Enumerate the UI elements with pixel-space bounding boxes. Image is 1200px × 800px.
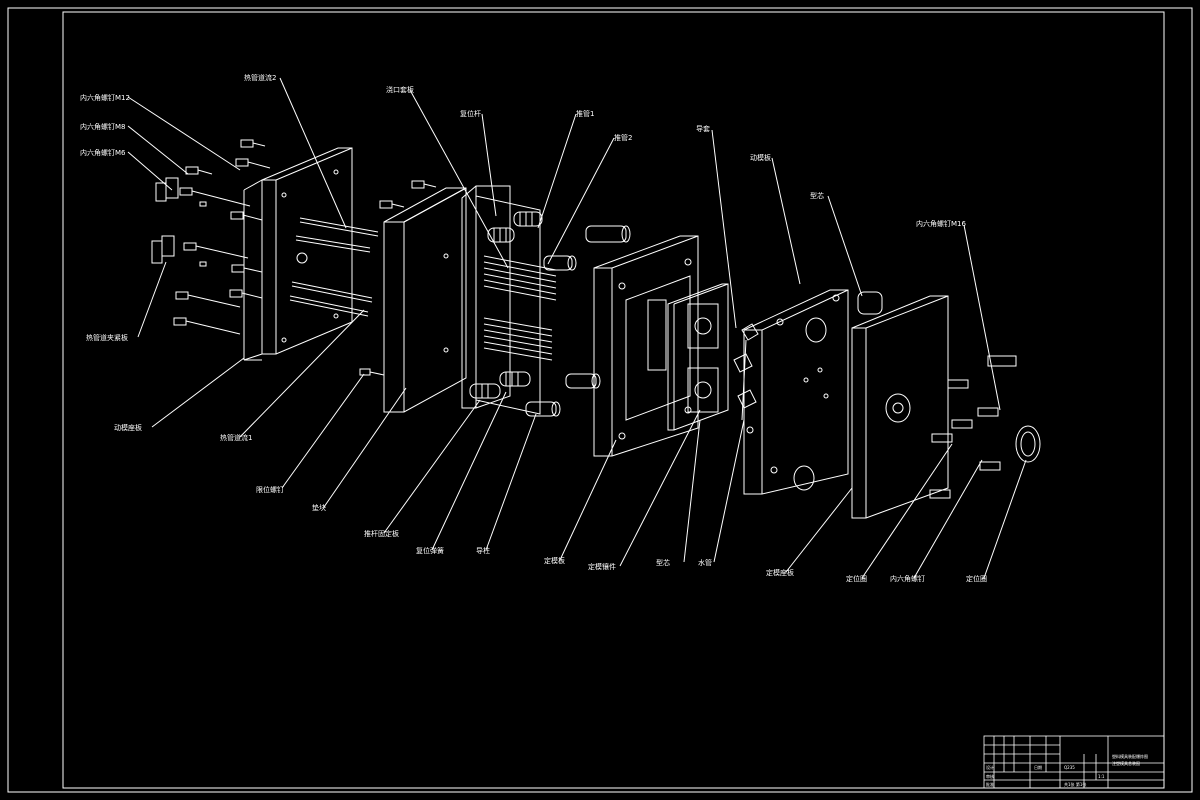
fixed-clamp-plate-part (851, 295, 1041, 519)
label-insert-plate: 浇口套板 (386, 85, 414, 94)
title-block-checker: 审核 (986, 773, 994, 779)
title-block-sheet: 共1张 第1张 (1064, 781, 1086, 787)
cavity-insert-part (667, 283, 729, 431)
label-inner-hex-screw-m12: 内六角螺钉M12 (80, 93, 130, 102)
top-clamp-plate-part (243, 147, 379, 361)
label-locating-ring-pin: 定位圈 (846, 574, 867, 583)
label-core-insert: 型芯 (810, 191, 824, 200)
part-labels: 内六角螺钉M12 内六角螺钉M8 内六角螺钉M6 热管道流2 浇口套板 复位杆 … (80, 73, 987, 583)
label-sprue-bushing-2: 热管道流2 (244, 73, 276, 82)
inner-frame (62, 11, 1165, 789)
ejector-assembly-part (461, 185, 631, 417)
label-guide-post: 导柱 (476, 546, 490, 555)
label-inner-hex-screw-m6: 内六角螺钉M6 (80, 148, 126, 157)
title-block-designer: 设计 (986, 764, 994, 770)
title-block-subtitle: 注塑模具总装图 (1112, 760, 1140, 766)
label-limit-screw: 限位螺钉 (256, 485, 284, 494)
label-moving-plate: 动模板 (750, 153, 771, 162)
label-fixed-plate: 定模板 (544, 556, 565, 565)
label-spring-return: 复位杆 (460, 109, 481, 118)
label-return-spring: 复位弹簧 (416, 546, 444, 555)
support-block-part (359, 180, 467, 413)
label-top-clamp-plate: 动模座板 (114, 423, 142, 432)
label-inner-hex-screw-m16: 内六角螺钉M16 (916, 219, 966, 228)
screw-group-left (151, 139, 271, 335)
label-hot-runner-clamp: 热管道夹紧板 (86, 333, 128, 342)
label-cavity-insert: 定模镶件 (588, 562, 616, 571)
title-block-scale: 1:1 (1098, 774, 1105, 779)
title-block-material: Q235 (1064, 765, 1075, 770)
label-ejector-plate: 推杆固定板 (364, 529, 399, 538)
fixed-plate-part (743, 289, 883, 495)
title-block-drawing-title: 塑料模具装配爆炸图 (1112, 753, 1148, 759)
leader-lines (127, 77, 1027, 579)
label-support-block: 垫块 (312, 503, 326, 512)
label-mould-core: 型芯 (656, 558, 670, 567)
moving-plate-part (593, 235, 699, 457)
title-block-text: 塑料模具装配爆炸图 注塑模具总装图 Q235 1:1 共1张 第1张 设计 审核… (986, 753, 1148, 787)
label-water-channel: 水管 (698, 558, 712, 567)
label-fixed-clamp-plate: 定模座板 (766, 568, 794, 577)
title-block-approver: 批准 (986, 781, 994, 787)
label-inner-hex-screw: 内六角螺钉 (890, 574, 925, 583)
label-hot-runner-1: 热管道流1 (220, 433, 252, 442)
title-block (983, 735, 1165, 789)
title-block-date: 日期 (1034, 764, 1042, 770)
label-guide-pin-1: 推管1 (576, 109, 594, 118)
label-guide-sleeve: 导套 (696, 124, 710, 133)
label-locating-ring: 定位圈 (966, 574, 987, 583)
label-inner-hex-screw-m8: 内六角螺钉M8 (80, 122, 126, 131)
core-fittings-part (733, 323, 759, 434)
outer-frame (7, 7, 1193, 793)
label-guide-pin-2: 推管2 (614, 133, 632, 142)
